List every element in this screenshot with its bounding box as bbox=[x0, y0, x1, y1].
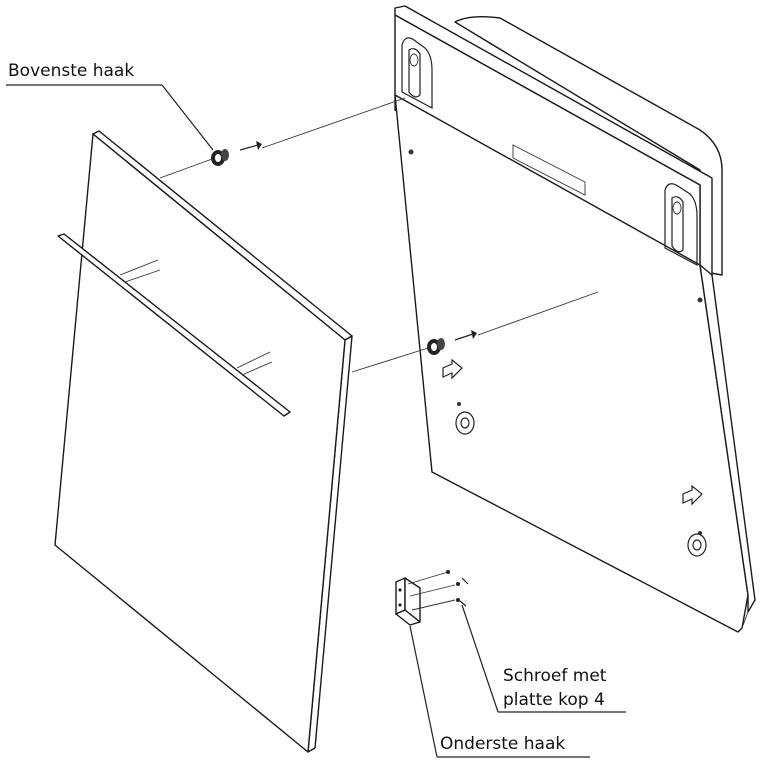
round-fastener-lower bbox=[687, 531, 707, 557]
keyhole-slot-lower bbox=[664, 183, 698, 266]
bottom-hook-bracket bbox=[395, 570, 469, 626]
leader-lines bbox=[6, 84, 626, 758]
alignment-lines bbox=[159, 97, 599, 373]
label-screw-line1: Schroef met bbox=[503, 666, 607, 686]
label-screw-line2: platte kop 4 bbox=[503, 690, 605, 710]
back-unit bbox=[394, 5, 756, 633]
top-hook-part bbox=[211, 141, 262, 166]
arrow-marker-upper bbox=[442, 358, 463, 380]
middle-hook-part bbox=[427, 330, 477, 355]
front-panel bbox=[54, 130, 353, 753]
label-bottom-hook: Onderste haak bbox=[440, 734, 566, 754]
label-top-hook: Bovenste haak bbox=[8, 61, 135, 81]
round-fastener-upper bbox=[455, 402, 475, 435]
keyhole-slot-upper bbox=[401, 37, 433, 109]
arrow-marker-lower bbox=[682, 484, 703, 506]
